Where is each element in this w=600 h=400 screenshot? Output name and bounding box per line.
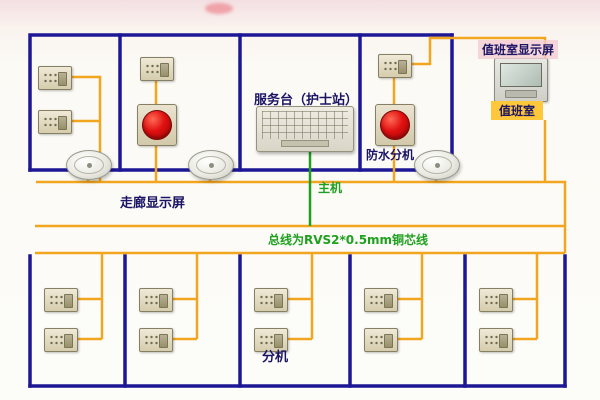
call-button-plate [137,104,177,146]
intercom-unit [479,288,513,312]
intercom-unit [364,288,398,312]
intercom-unit [254,288,288,312]
intercom-unit [254,328,288,352]
intercom-unit [38,66,72,90]
wire-bottom-room2 [171,253,199,341]
label-duty-room-display: 值班室显示屏 [478,40,559,59]
intercom-unit [44,288,78,312]
wire-bottom-room1 [76,253,104,341]
label-corridor-display: 走廊显示屏 [120,196,186,211]
wire-bottom-room3 [286,253,314,341]
wire-bottom-room5 [511,253,539,341]
wall-top-outline [28,33,454,172]
label-extension: 分机 [262,350,289,365]
corridor-speaker-icon [414,150,460,180]
wire-bottom-room4 [396,253,424,341]
wire-room1 [70,75,102,182]
label-waterproof-extension: 防水分机 [366,148,415,162]
emergency-call-button-icon [380,110,410,140]
intercom-unit [139,288,173,312]
intercom-unit [44,328,78,352]
emergency-call-button-icon [142,110,172,140]
wall-bottom-dividers [28,254,567,388]
wire-corridor-run [36,180,567,253]
duty-room-monitor-icon [494,58,548,102]
corridor-speaker-icon [188,150,234,180]
corridor-speaker-icon [66,150,112,180]
call-button-plate [375,104,415,146]
label-host: 主机 [318,181,343,195]
intercom-unit [364,328,398,352]
label-bus-spec: 总线为RVS2*0.5mm铜芯线 [268,233,429,247]
wall-top-dividers [118,33,454,172]
nurse-station-keyboard-icon [256,106,354,152]
intercom-unit [38,110,72,134]
intercom-unit [140,57,174,81]
label-duty-room: 值班室 [491,101,544,120]
red-smudge-artifact [205,3,233,14]
intercom-unit [139,328,173,352]
label-service-desk: 服务台（护士站） [254,93,359,108]
intercom-unit [378,54,412,78]
intercom-unit [479,328,513,352]
